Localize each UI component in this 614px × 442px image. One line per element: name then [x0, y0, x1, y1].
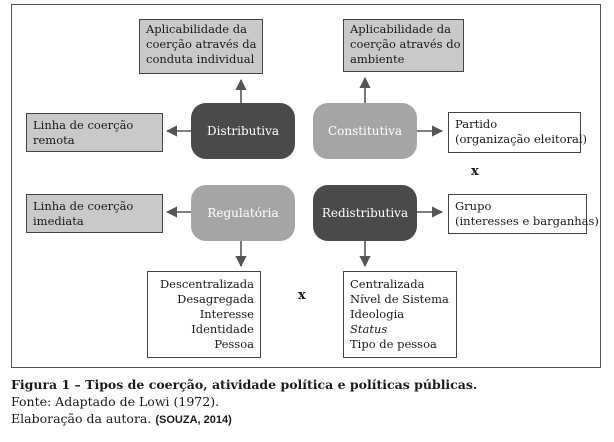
box-line: imediata	[33, 214, 84, 228]
pill-regulatoria: Regulatória	[191, 185, 295, 241]
box-line: Pessoa	[214, 337, 254, 351]
box-right-top: Partido (organização eleitoral)	[448, 112, 588, 153]
pill-constitutiva: Constitutiva	[313, 103, 417, 159]
box-line: (organização eleitoral)	[455, 132, 588, 146]
figure-reference: (SOUZA, 2014)	[155, 414, 232, 426]
figure-title: Figura 1 – Tipos de coerção, atividade p…	[11, 377, 478, 392]
box-line: Ideologia	[350, 307, 405, 321]
box-line: Tipo de pessoa	[350, 337, 437, 351]
box-line: Nível de Sistema	[350, 292, 449, 306]
box-line: ambiente	[350, 52, 405, 66]
pill-label: Regulatória	[207, 206, 279, 220]
box-line: Descentralizada	[159, 277, 254, 291]
box-top-left: Aplicabilidade da coerção através da con…	[139, 19, 263, 74]
x-marker-right: x	[471, 164, 479, 179]
box-line: Aplicabilidade da	[146, 22, 247, 36]
figure-credit: Elaboração da autora. (SOUZA, 2014)	[11, 411, 232, 426]
box-line: Aplicabilidade da	[350, 22, 451, 36]
box-top-right: Aplicabilidade da coerção através do amb…	[343, 19, 464, 72]
box-line: Linha de coerção	[33, 118, 134, 132]
box-line: (interesses e barganhas)	[455, 214, 599, 228]
box-bottom-right: Centralizada Nível de Sistema Ideologia …	[343, 271, 457, 358]
box-line: conduta individual	[146, 52, 255, 66]
figure-credit-text: Elaboração da autora.	[11, 411, 152, 426]
pill-label: Constitutiva	[327, 124, 403, 138]
box-line: Identidade	[191, 322, 254, 336]
box-right-bottom: Grupo (interesses e barganhas)	[448, 194, 599, 234]
box-line: remota	[33, 133, 75, 147]
box-line: Grupo	[455, 199, 492, 213]
box-line: Linha de coerção	[33, 199, 134, 213]
pill-label: Redistributiva	[321, 206, 409, 220]
box-line: coerção através da	[146, 37, 257, 51]
box-line: Partido	[455, 117, 498, 131]
box-line-status: Status	[350, 322, 388, 336]
pill-redistributiva: Redistributiva	[313, 185, 417, 241]
pill-distributiva: Distributiva	[191, 103, 295, 159]
box-left-bottom: Linha de coerção imediata	[26, 194, 163, 233]
pill-label: Distributiva	[206, 124, 280, 138]
box-line: Centralizada	[350, 277, 425, 291]
box-line: Interesse	[199, 307, 254, 321]
figure-source: Fonte: Adaptado de Lowi (1972).	[11, 394, 220, 409]
box-left-top: Linha de coerção remota	[26, 113, 163, 152]
box-line: Desagregada	[177, 292, 254, 306]
box-line: coerção através do	[350, 37, 461, 51]
diagram-frame	[11, 4, 601, 368]
box-bottom-left: Descentralizada Desagregada Interesse Id…	[147, 271, 261, 358]
x-marker-bottom: x	[298, 288, 306, 303]
